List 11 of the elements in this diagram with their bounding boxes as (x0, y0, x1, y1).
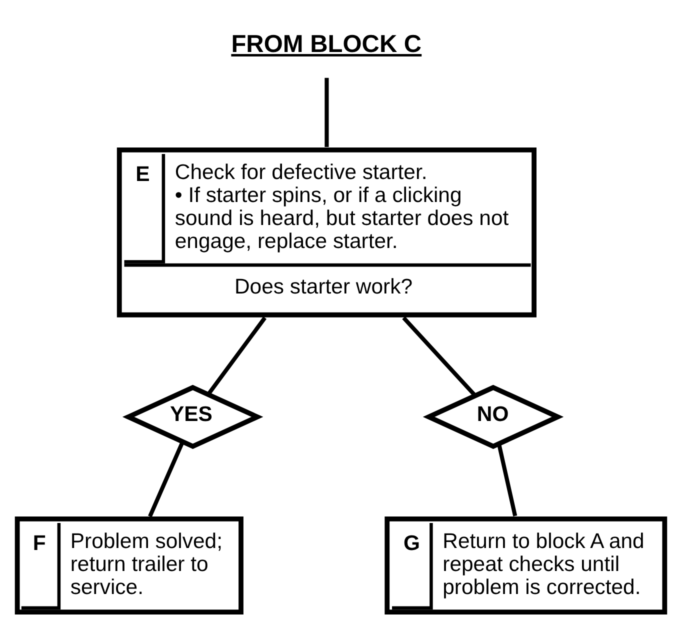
connector (324, 77, 329, 147)
node-box: G Return to block A and repeat checks until problem is corrected. (384, 516, 668, 614)
connector (496, 442, 518, 516)
connector (402, 316, 477, 396)
connector (148, 440, 184, 517)
node-text: FROM BLOCK C (231, 30, 422, 58)
node-box: F Problem solved; return trailer to service. (14, 516, 244, 614)
node-box: E Check for defective starter. • If starter spins, or if a clicking sound is heard, but starter does not engage, replace starter. Does starter work? (116, 147, 537, 317)
node-diamond: NO (422, 384, 564, 448)
connector (206, 316, 266, 395)
node-diamond: YES (122, 384, 264, 448)
